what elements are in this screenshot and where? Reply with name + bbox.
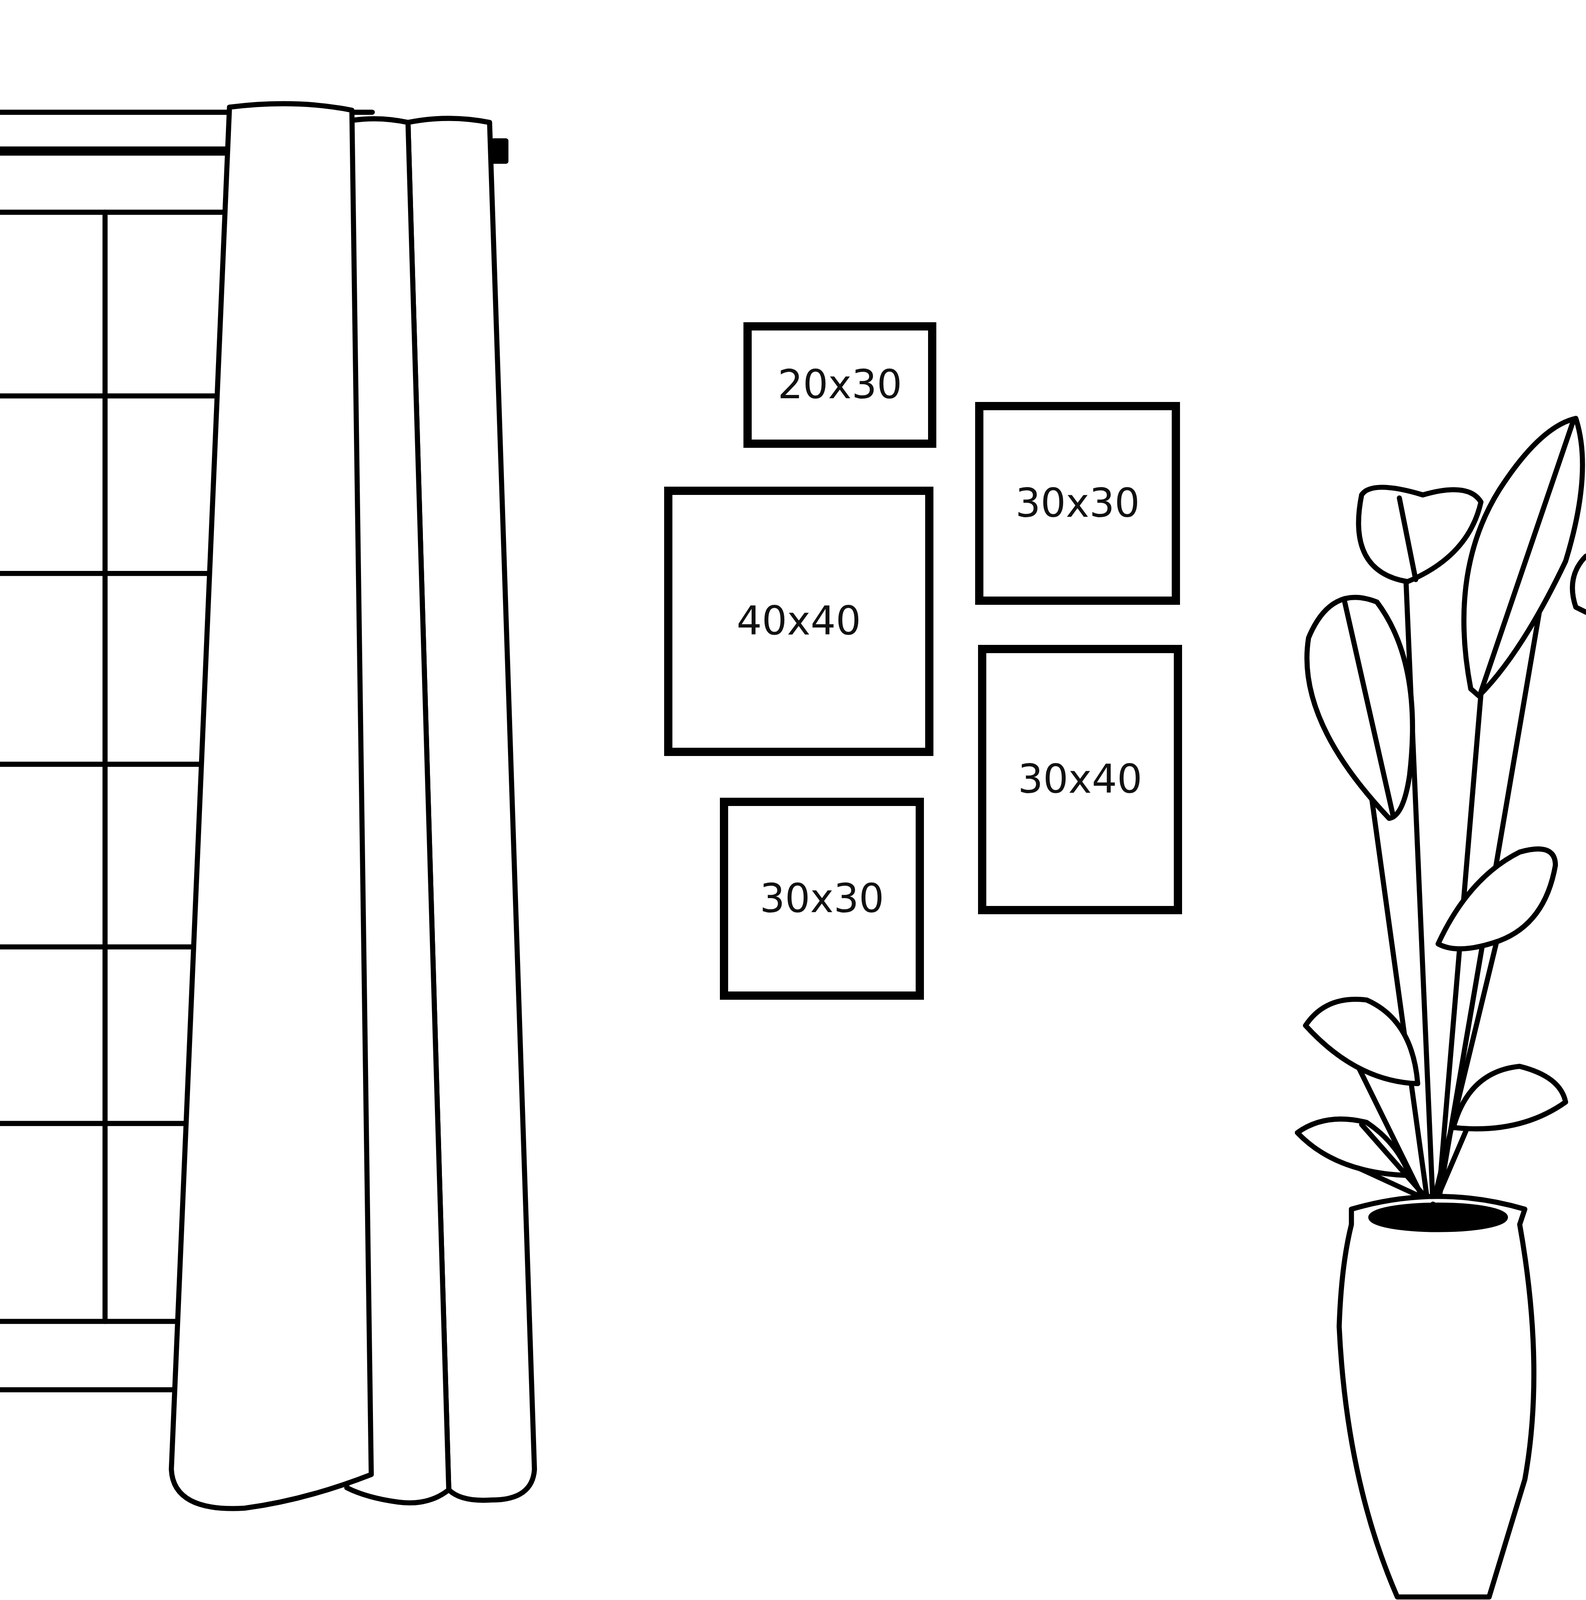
plant (1297, 418, 1586, 1207)
frame-size-label: 30x30 (1015, 481, 1140, 526)
vase (1339, 1196, 1534, 1597)
picture-frame: 40x40 (664, 486, 934, 756)
frame-size-label: 30x30 (759, 876, 884, 921)
picture-frame: 20x30 (743, 322, 937, 448)
picture-frame: 30x40 (978, 644, 1183, 915)
frame-size-label: 40x40 (736, 599, 861, 644)
picture-frame: 30x30 (975, 401, 1181, 605)
frame-size-label: 20x30 (777, 363, 903, 407)
curtain (171, 103, 535, 1509)
picture-frame: 30x30 (719, 797, 924, 1000)
frame-size-label: 30x40 (1017, 757, 1143, 802)
